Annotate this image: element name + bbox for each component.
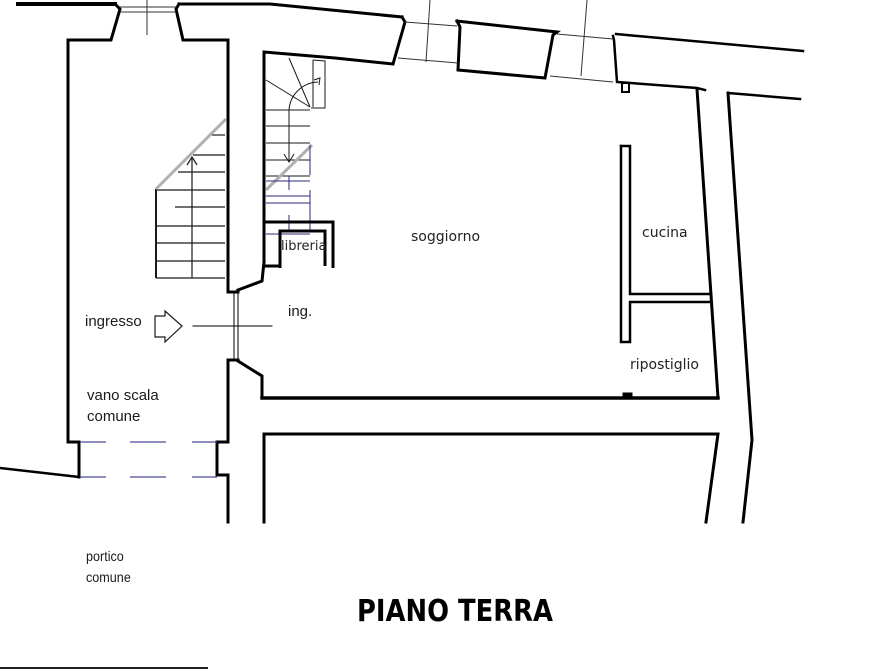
entrance-arrow-icon <box>154 309 183 344</box>
room-label-portico-2: comune <box>86 569 131 585</box>
room-label-soggiorno: soggiorno <box>411 229 481 245</box>
room-label-libreria: libreria <box>281 239 327 254</box>
libreria-box <box>264 220 335 268</box>
windows <box>120 0 614 83</box>
stair-up-arrow-icon <box>186 155 198 166</box>
room-label-ripostiglio: ripostiglio <box>630 357 700 373</box>
room-label-portico-1: portico <box>86 548 124 564</box>
room-label-ingresso: ingresso <box>85 313 142 330</box>
right-staircase-blue <box>266 145 311 235</box>
room-label-ing: ing. <box>288 303 313 320</box>
room-label-vano-scala-2: comune <box>87 408 141 425</box>
stair-down-arrow-icon <box>283 153 295 163</box>
room-label-cucina: cucina <box>642 225 688 241</box>
walls <box>0 1 805 524</box>
room-label-vano-scala-1: vano scala <box>87 387 159 404</box>
plan-title: PIANO TERRA <box>357 594 553 629</box>
right-staircase <box>264 57 326 192</box>
left-staircase <box>154 117 228 279</box>
dashed-opening <box>80 441 217 478</box>
